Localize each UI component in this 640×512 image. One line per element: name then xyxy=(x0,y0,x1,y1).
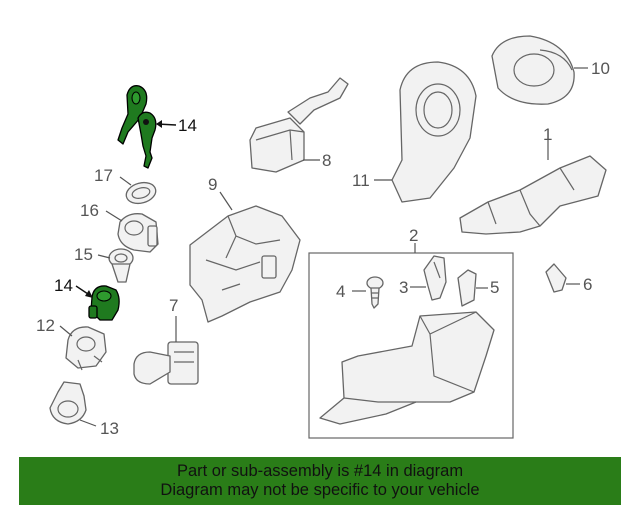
callout-13: 13 xyxy=(100,419,119,438)
part-14-keys[interactable] xyxy=(117,85,157,169)
callout-16: 16 xyxy=(80,201,99,220)
part-16-housing[interactable] xyxy=(117,213,159,253)
part-5-clip[interactable] xyxy=(457,269,477,307)
callout-10: 10 xyxy=(591,59,610,78)
notice-banner: Part or sub-assembly is #14 in diagram D… xyxy=(19,457,621,505)
part-2-lower-cover[interactable] xyxy=(319,311,495,425)
callout-15: 15 xyxy=(74,245,93,264)
part-13-switch-body[interactable] xyxy=(49,381,87,425)
callout-14-keys: 14 xyxy=(178,116,197,135)
callout-11: 11 xyxy=(352,171,370,190)
part-14-cylinder[interactable] xyxy=(88,285,120,321)
banner-line-2: Diagram may not be specific to your vehi… xyxy=(160,481,480,499)
part-3-bracket[interactable] xyxy=(423,255,447,301)
part-17-ring[interactable] xyxy=(124,179,158,206)
part-1-upper-cover[interactable] xyxy=(459,155,607,235)
banner-line-1: Part or sub-assembly is #14 in diagram xyxy=(176,462,464,480)
callout-6: 6 xyxy=(583,275,592,294)
callout-3: 3 xyxy=(399,278,408,297)
callout-9: 9 xyxy=(208,175,217,194)
part-15-insert[interactable] xyxy=(108,248,134,283)
part-4-screw[interactable] xyxy=(366,276,384,309)
callout-7: 7 xyxy=(169,296,178,315)
callout-5: 5 xyxy=(490,278,499,297)
part-8-multifunction-switch[interactable] xyxy=(249,77,349,173)
part-12-switch[interactable] xyxy=(65,326,107,371)
part-7-connector[interactable] xyxy=(133,341,199,385)
callout-8: 8 xyxy=(322,151,331,170)
part-11-clockspring[interactable] xyxy=(391,61,477,203)
group-2-box xyxy=(308,252,514,439)
part-6-connector[interactable] xyxy=(545,263,567,293)
part-9-column-housing[interactable] xyxy=(189,205,301,323)
callout-1: 1 xyxy=(543,125,552,144)
callout-4: 4 xyxy=(336,282,345,301)
part-10-sensor[interactable] xyxy=(491,35,575,105)
callout-17: 17 xyxy=(94,166,113,185)
callout-14-cylinder: 14 xyxy=(54,276,73,295)
callout-12: 12 xyxy=(36,316,55,335)
callout-2: 2 xyxy=(409,226,418,245)
